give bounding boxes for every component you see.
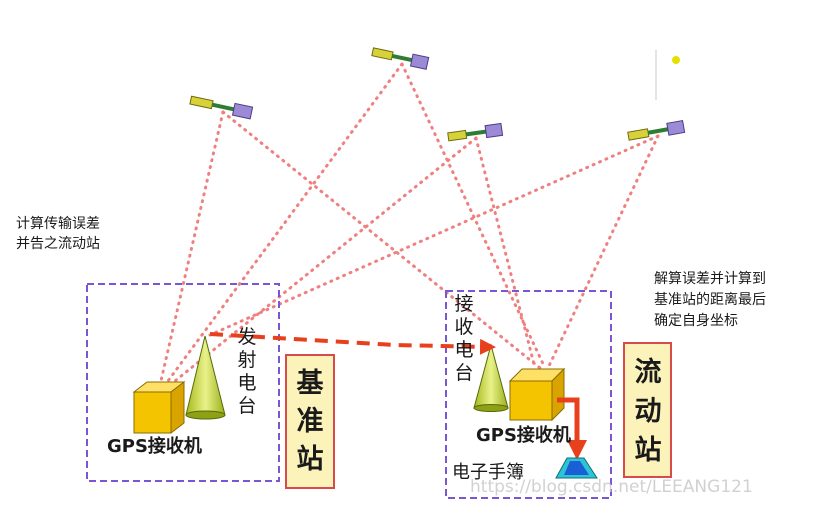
watermark-text: https://blog.csdn.net/LEEANG121 — [470, 477, 753, 497]
rover-station-title-char: 流 — [635, 357, 662, 388]
rover-station-title-box — [623, 342, 672, 478]
transmitter-antenna-icon — [185, 335, 226, 420]
handbook-label: 电子手簿 — [452, 462, 524, 483]
electronic-handbook-icon — [555, 457, 598, 479]
receiver-antenna-label-char: 电 — [454, 339, 473, 361]
data-flow-arrow — [557, 397, 587, 460]
rover-note-line: 解算误差并计算到 — [654, 271, 766, 287]
rover-receiver-label: GPS接收机 — [476, 424, 571, 446]
rover-station-title-char: 动 — [635, 396, 662, 427]
base-station-title-char: 站 — [297, 444, 324, 475]
receiver-antenna-label-char: 台 — [454, 362, 473, 384]
satellite-icon — [371, 47, 430, 70]
rover-note-line: 确定自身坐标 — [654, 313, 738, 329]
receiver-antenna-label-char: 接 — [454, 293, 473, 315]
signal-line — [208, 134, 660, 337]
frame-dot — [672, 56, 680, 64]
signal-line — [474, 136, 537, 370]
transmitter-label-char: 台 — [237, 395, 256, 417]
rover-station-title-char: 站 — [635, 435, 662, 466]
base-note-line: 并告之流动站 — [16, 236, 100, 252]
signal-line — [546, 134, 660, 370]
signal-line — [168, 136, 478, 387]
transmitter-label-char: 电 — [237, 372, 256, 394]
rover-receiver-icon — [508, 367, 566, 422]
base-station-title-char: 准 — [297, 406, 324, 437]
satellite-icon — [447, 122, 504, 142]
satellite-icon — [627, 119, 686, 141]
transmitter-label-char: 射 — [237, 349, 256, 371]
receiver-antenna-icon — [473, 343, 509, 412]
rover-station-box — [445, 290, 612, 499]
satellite-icon — [189, 95, 254, 120]
receiver-antenna-label-char: 收 — [454, 316, 473, 338]
signal-lines — [158, 62, 660, 387]
transmitter-label-char: 发 — [237, 326, 256, 348]
signal-line — [221, 110, 542, 370]
base-receiver-icon — [132, 380, 186, 435]
signal-line — [158, 110, 225, 387]
signal-line — [400, 62, 547, 370]
base-note-line: 计算传输误差 — [16, 216, 100, 232]
base-station-title-box — [285, 354, 335, 489]
base-station-box — [86, 283, 280, 482]
base-station-title-char: 基 — [297, 368, 325, 399]
base-receiver-label: GPS接收机 — [107, 435, 202, 457]
rover-note-line: 基准站的距离最后 — [654, 291, 766, 308]
